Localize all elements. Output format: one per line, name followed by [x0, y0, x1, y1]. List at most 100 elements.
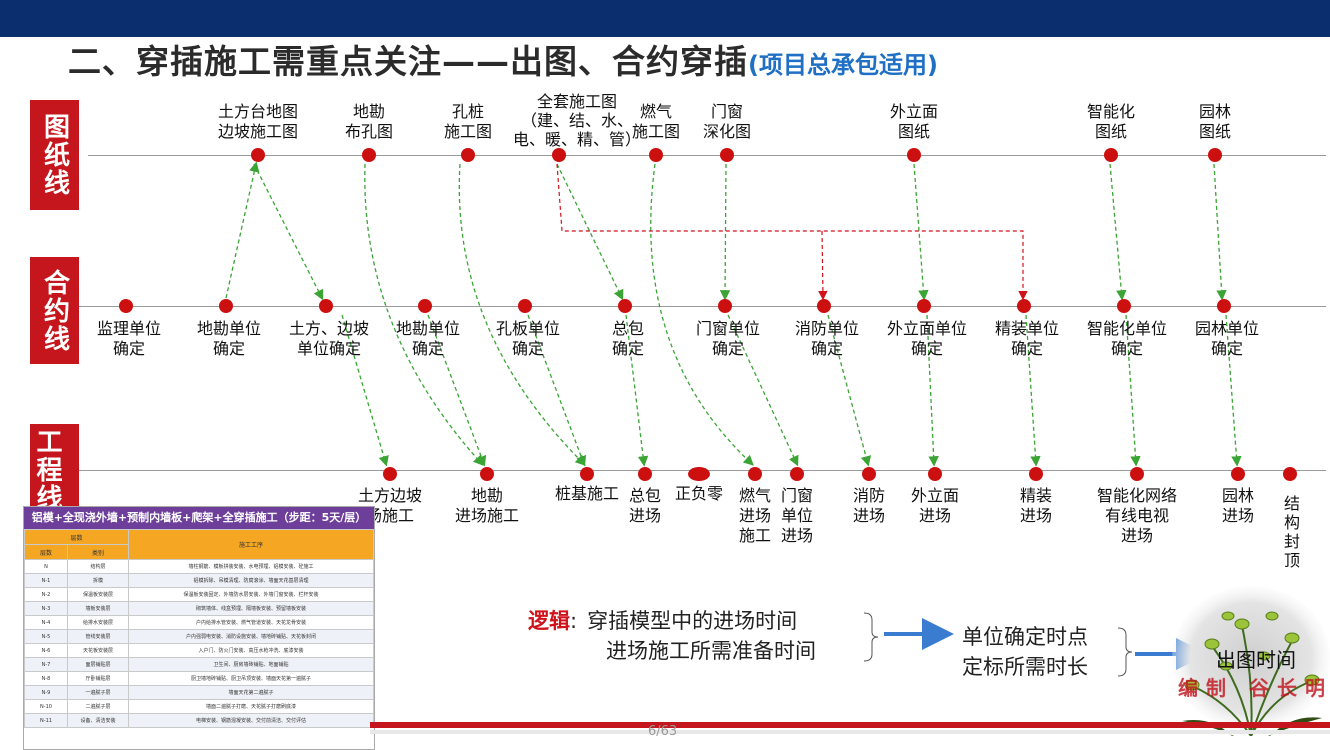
table-cell-work: 铝模拆除、吊模清理、防腐滚涂、墙面天花基层清理	[128, 573, 374, 588]
contract-node-4	[418, 299, 432, 313]
table-cell-type: 拆模	[67, 573, 129, 588]
contract-node-5-label: 孔板单位确定	[496, 319, 560, 359]
arrow-contract-to-drawing	[225, 161, 260, 299]
table-cell-floor: N-1	[24, 573, 68, 588]
construction-node-1-label: 土方边坡场施工	[358, 486, 422, 526]
table-cell-work: 户内强弱电安装、消防设施安装、墙地砖铺贴、天花板封闭	[128, 629, 374, 644]
contract-node-4-label-l1: 地勘单位	[395, 319, 461, 338]
arrow-window-contract-to-construction	[727, 314, 799, 467]
contract-node-2-label-l2: 确定	[212, 339, 246, 358]
table-cell-work: 厨卫墙地砖铺贴、厨卫吊顶安装、墙面天花第一遍腻子	[128, 671, 374, 686]
contract-node-1-label-l2: 确定	[112, 339, 146, 358]
drawing-node-7-label-l1: 外立面	[889, 102, 939, 121]
contract-node-11-label-l2: 确定	[1110, 339, 1144, 358]
drawing-node-2-label-l2: 布孔图	[344, 122, 394, 141]
logic-keyword: 逻辑	[528, 609, 570, 633]
construction-node-12	[1231, 467, 1245, 481]
page-title: 二、穿插施工需重点关注——出图、合约穿插(项目总承包适用)	[68, 40, 938, 84]
arrow-gas-to-construction	[650, 163, 754, 466]
arrow-fire-contract-to-construction	[827, 314, 871, 467]
table-cell-work: 墙面二遍腻子打磨、天花腻子打磨刷底漆	[128, 699, 374, 714]
table-cell-work: 户内给排水管安装、燃气管道安装、天花龙骨安装	[128, 615, 374, 630]
arrow-fullset-dashed-red	[556, 163, 1028, 301]
logic-text-2: 进场施工所需准备时间	[606, 639, 816, 663]
drawing-node-3	[461, 148, 475, 162]
construction-node-8-label-l1: 消防	[852, 486, 886, 505]
arrow-garden-contract-to-construction	[1225, 314, 1242, 467]
table-cell-floor: N-4	[24, 615, 68, 630]
construction-node-6	[748, 467, 762, 481]
construction-node-4-label-l1: 总包	[628, 486, 662, 505]
construction-node-9-label-l2: 进场	[918, 506, 952, 525]
construction-node-12-label-l2: 进场	[1221, 506, 1255, 525]
table-cell-type: 墙板安装层	[67, 601, 129, 616]
construction-node-8-label-l2: 进场	[852, 506, 886, 525]
drawing-node-2-label-l1: 地勘	[352, 102, 386, 121]
drawing-node-4-label-l2: （建、结、水、	[520, 111, 634, 130]
footer-bar	[370, 722, 1330, 728]
drawing-node-5-label-l1: 燃气	[639, 102, 673, 121]
construction-node-6-label: 燃气进场施工	[739, 486, 771, 546]
logic-text-1: 穿插模型中的进场时间	[587, 609, 798, 633]
drawing-node-6-label-l1: 门窗	[710, 102, 744, 121]
drawing-node-9-label: 园林图纸	[1199, 102, 1231, 142]
table-cell-type: 厅卧铺贴层	[67, 671, 129, 686]
construction-node-10-label-l1: 精装	[1019, 486, 1053, 505]
table-cell-floor: N-9	[24, 685, 68, 700]
drawing-node-1-label-l1: 土方台地图	[217, 102, 299, 121]
row-label-drawing-text: 图纸线	[39, 113, 70, 197]
contract-node-12	[1217, 299, 1231, 313]
contract-node-7-label-l2: 确定	[711, 339, 745, 358]
table-cell-work: 墙面天花第二遍腻子	[128, 685, 374, 700]
contract-node-11-label-l1: 智能化单位	[1086, 319, 1168, 338]
arrow-facade-contract-to-construction	[926, 314, 939, 467]
construction-node-1-label-l2: 场施工	[365, 506, 415, 525]
drawing-node-1-label: 土方台地图边坡施工图	[218, 102, 298, 142]
drawing-node-4-label-l3: 电、暖、精、管）	[512, 130, 642, 149]
table-cell-work: 墙柱钢筋、模板拼装安装、水电预埋、铝模安装、砼施工	[128, 559, 374, 574]
table-col-work: 施工工序	[128, 529, 374, 560]
drawing-node-5	[649, 148, 663, 162]
drawing-node-9-label-l2: 图纸	[1198, 122, 1232, 141]
construction-node-5	[688, 467, 710, 481]
contract-node-4-label-l2: 确定	[411, 339, 445, 358]
contract-node-5-label-l1: 孔板单位	[495, 319, 561, 338]
drawing-timeline	[88, 155, 1326, 156]
table-cell-work: 电梯安装、钢筋混凝安装、交付前清洁、交付评估	[128, 713, 374, 728]
construction-node-13-label: 结构封顶	[1283, 494, 1300, 570]
contract-node-2-label: 地勘单位确定	[197, 319, 261, 359]
table-cell-type: 一遍腻子层	[67, 685, 129, 700]
row-label-contract: 合约线	[30, 257, 79, 364]
table-cell-floor: N-8	[24, 671, 68, 686]
construction-node-12-label: 园林进场	[1222, 486, 1254, 526]
table-cell-type: 设备、清洁安装	[67, 713, 129, 728]
table-cell-work: 入户门、防火门安装、高压水枪冲洗、底漆安装	[128, 643, 374, 658]
row-label-construction-text: 工程线	[32, 428, 62, 512]
construction-node-13	[1283, 467, 1297, 481]
contract-node-6-label-l2: 确定	[611, 339, 645, 358]
contract-node-12-label-l2: 确定	[1210, 339, 1244, 358]
contract-node-5-label-l2: 确定	[511, 339, 545, 358]
drawing-node-9	[1208, 148, 1222, 162]
contract-timeline	[79, 306, 1326, 307]
construction-node-9	[928, 467, 942, 481]
table-cell-floor: N-2	[24, 587, 68, 602]
table-cell-type: 给排水安装层	[67, 615, 129, 630]
table-cell-work: 卫生间、厨房墙砖铺贴、地面铺贴	[128, 657, 374, 672]
contract-node-10-label: 精装单位确定	[995, 319, 1059, 359]
contract-node-3-label-l2: 单位确定	[296, 339, 362, 358]
arrow-contract-to-construction-1	[341, 314, 389, 467]
contract-node-2	[219, 299, 233, 313]
table-cell-floor: N-10	[24, 699, 68, 714]
construction-node-8	[862, 467, 876, 481]
construction-node-10-label-l2: 进场	[1019, 506, 1053, 525]
table-cell-floor: N-11	[24, 713, 68, 728]
row-label-contract-text: 合约线	[39, 268, 70, 353]
contract-node-1	[119, 299, 133, 313]
construction-node-11-label-l1: 智能化网络	[1096, 486, 1178, 505]
